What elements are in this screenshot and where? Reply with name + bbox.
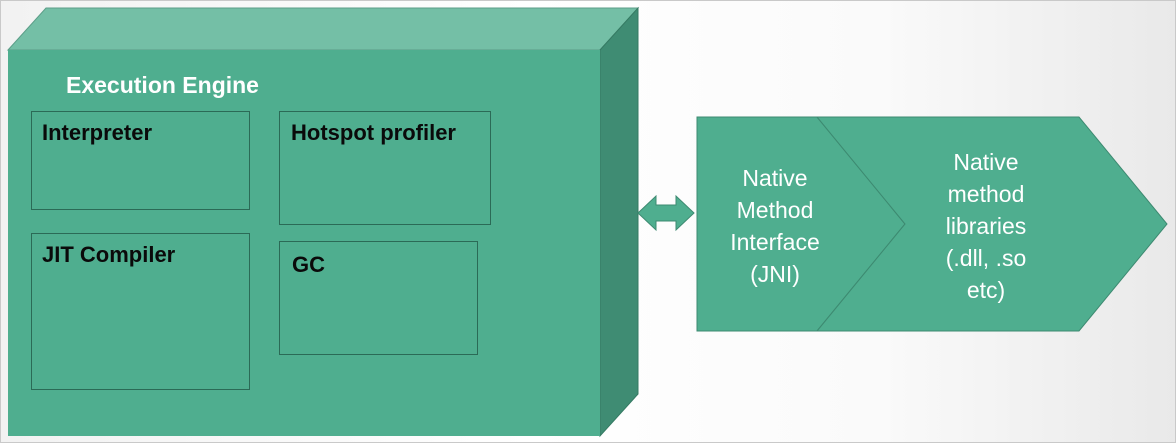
execution-engine-title: Execution Engine [66, 72, 259, 98]
native-libraries-line-3: libraries [945, 213, 1027, 239]
hotspot-profiler-box [279, 111, 491, 225]
native-libraries-line-4: (.dll, .so [945, 245, 1027, 271]
native-libraries-line-1: Native [953, 149, 1019, 175]
native-libraries-text: Native method libraries (.dll, .so etc) [906, 146, 1066, 306]
interpreter-label: Interpreter [42, 120, 153, 145]
engine-cube-side [599, 6, 639, 438]
double-arrow-icon [637, 194, 695, 232]
jni-text: Native Method Interface (JNI) [700, 162, 850, 290]
gc-label: GC [292, 252, 325, 277]
jni-line-1: Native [742, 165, 808, 191]
jit-compiler-box [31, 233, 250, 390]
native-libraries-chevron [815, 116, 1168, 332]
interpreter-box [31, 111, 250, 210]
gc-box [279, 241, 478, 355]
jit-compiler-label: JIT Compiler [42, 242, 176, 267]
engine-cube-front [8, 50, 600, 436]
jni-line-3: Interface [730, 229, 820, 255]
jni-line-4: (JNI) [750, 261, 800, 287]
native-libraries-line-5: etc) [966, 277, 1006, 303]
engine-cube-top [6, 7, 640, 51]
hotspot-profiler-label: Hotspot profiler [291, 120, 456, 145]
native-libraries-line-2: method [947, 181, 1025, 207]
jni-line-2: Method [736, 197, 814, 223]
